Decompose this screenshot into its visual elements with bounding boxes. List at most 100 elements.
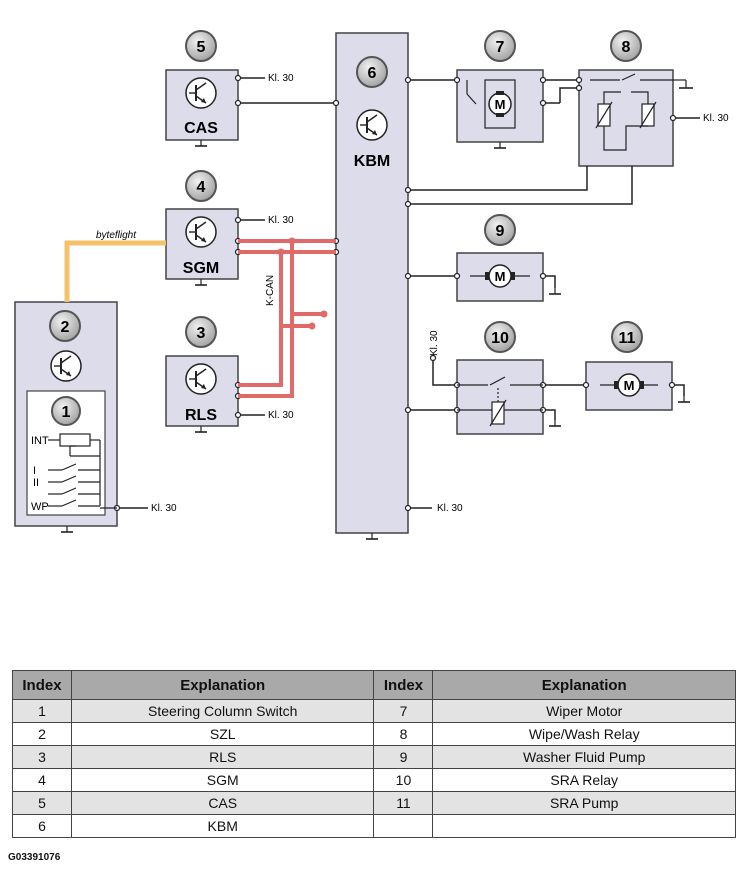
svg-text:I: I [33, 465, 36, 477]
ground-symbols [60, 79, 693, 540]
svg-text:M: M [624, 378, 635, 393]
kcan-label: K-CAN [265, 275, 276, 306]
svg-text:3: 3 [197, 325, 206, 342]
table-row: 1 Steering Column Switch 7 Wiper Motor [12, 699, 736, 723]
bubble-6: 6 [356, 56, 388, 88]
legend-index: 4 [12, 768, 72, 792]
svg-text:5: 5 [197, 39, 206, 56]
legend-explanation: SZL [70, 722, 375, 746]
bubble-9: 9 [484, 214, 516, 246]
svg-text:M: M [495, 97, 506, 112]
legend-index: 11 [373, 791, 434, 815]
table-row: 2 SZL 8 Wipe/Wash Relay [12, 722, 736, 746]
bubble-10: 10 [484, 321, 516, 353]
kbm-module [335, 32, 409, 534]
legend-explanation: CAS [70, 791, 375, 815]
svg-text:INT: INT [31, 435, 49, 447]
legend-header-index: Index [12, 670, 72, 700]
sra-pump-motor-icon: M [600, 373, 658, 397]
svg-text:7: 7 [496, 39, 505, 56]
legend-header-index: Index [373, 670, 434, 700]
legend-index: 7 [373, 699, 434, 723]
table-row: 5 CAS 11 SRA Pump [12, 791, 736, 815]
rls-label: RLS [185, 407, 217, 424]
figure-code: G03391076 [8, 852, 61, 863]
legend-header-row: Index Explanation Index Explanation [12, 670, 736, 700]
table-row: 3 RLS 9 Washer Fluid Pump [12, 745, 736, 769]
legend-explanation: KBM [70, 814, 375, 838]
wipe-relay-module [578, 69, 674, 167]
switch-labels: INT I II WP [31, 435, 49, 513]
legend-table: Index Explanation Index Explanation 1 St… [12, 670, 736, 838]
bubble-2: 2 [49, 310, 81, 342]
washer-pump-motor-icon: M [470, 264, 530, 288]
svg-text:6: 6 [368, 65, 377, 82]
legend-explanation: Wiper Motor [432, 699, 736, 723]
bubble-11: 11 [611, 321, 643, 353]
legend-explanation: Steering Column Switch [70, 699, 375, 723]
table-row: 6 KBM [12, 814, 736, 838]
svg-text:10: 10 [491, 330, 509, 347]
byteflight-label: byteflight [96, 230, 137, 241]
bubble-5: 5 [185, 30, 217, 62]
legend-header-explanation: Explanation [432, 670, 736, 700]
svg-text:WP: WP [31, 501, 49, 513]
steering-column-switch-icon [48, 433, 117, 509]
cas-label: CAS [184, 120, 218, 137]
kcan-bus [238, 239, 336, 398]
legend-index: 8 [373, 722, 434, 746]
svg-text:1: 1 [62, 404, 71, 421]
legend-explanation: RLS [70, 745, 375, 769]
legend-index: 2 [12, 722, 72, 746]
sra-relay-icon [457, 376, 543, 427]
svg-text:Kl. 30: Kl. 30 [437, 503, 463, 514]
wiper-motor-icon: M [466, 79, 516, 129]
svg-text:Kl. 30: Kl. 30 [429, 330, 440, 356]
svg-text:Kl. 30: Kl. 30 [703, 113, 729, 124]
svg-text:2: 2 [61, 319, 70, 336]
legend-index: 1 [12, 699, 72, 723]
legend-index [373, 814, 434, 838]
svg-text:Kl. 30: Kl. 30 [268, 73, 294, 84]
power-wires [117, 77, 700, 509]
table-row: 4 SGM 10 SRA Relay [12, 768, 736, 792]
wiring-diagram: 5 4 3 6 2 1 7 8 9 10 11 CAS SGM RLS KBM [14, 30, 729, 540]
legend-explanation [432, 814, 736, 838]
svg-text:Kl. 30: Kl. 30 [268, 410, 294, 421]
kl30-labels: Kl. 30 Kl. 30 Kl. 30 Kl. 30 Kl. 30 Kl. 3… [151, 73, 729, 514]
kcan-nodes [277, 237, 328, 330]
svg-text:II: II [33, 477, 39, 489]
bubble-1: 1 [51, 396, 81, 426]
svg-text:Kl. 30: Kl. 30 [151, 503, 177, 514]
svg-text:9: 9 [496, 223, 505, 240]
byteflight-bus [64, 240, 166, 302]
sgm-transistor-icon [185, 216, 217, 248]
svg-text:Kl. 30: Kl. 30 [268, 215, 294, 226]
legend-explanation: SGM [70, 768, 375, 792]
legend-header-explanation: Explanation [70, 670, 375, 700]
svg-text:M: M [495, 269, 506, 284]
legend-index: 9 [373, 745, 434, 769]
wipe-relay-coils-icon [590, 73, 673, 151]
bubble-3: 3 [185, 316, 217, 348]
legend-index: 6 [12, 814, 72, 838]
legend-index: 3 [12, 745, 72, 769]
svg-text:8: 8 [622, 39, 631, 56]
bubble-4: 4 [185, 170, 217, 202]
legend-explanation: Washer Fluid Pump [432, 745, 736, 769]
kbm-transistor-icon [356, 109, 388, 141]
svg-text:11: 11 [619, 330, 636, 347]
kbm-label: KBM [354, 153, 390, 170]
legend-explanation: Wipe/Wash Relay [432, 722, 736, 746]
szl-transistor-icon [50, 350, 82, 382]
legend-index: 10 [373, 768, 434, 792]
bubble-7: 7 [484, 30, 516, 62]
sgm-label: SGM [183, 260, 219, 277]
legend-index: 5 [12, 791, 72, 815]
legend-explanation: SRA Pump [432, 791, 736, 815]
legend-explanation: SRA Relay [432, 768, 736, 792]
cas-transistor-icon [185, 77, 217, 109]
bubble-8: 8 [610, 30, 642, 62]
svg-text:4: 4 [197, 179, 206, 196]
rls-transistor-icon [185, 363, 217, 395]
